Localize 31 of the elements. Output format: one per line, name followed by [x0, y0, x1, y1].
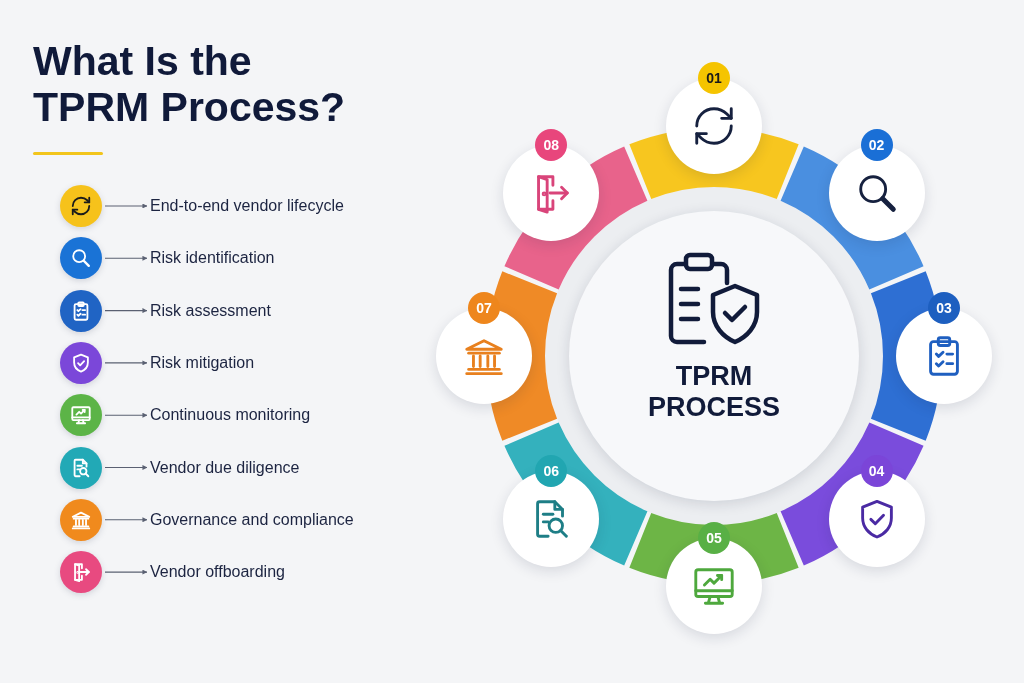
arrow: [104, 517, 148, 523]
step-number-badge: 08: [535, 129, 568, 162]
arrow: [104, 412, 148, 418]
step-label: Risk identification: [150, 248, 275, 269]
center-title: TPRM PROCESS: [646, 361, 781, 423]
step-number-badge: 01: [698, 62, 730, 94]
shield-check-icon: [60, 341, 102, 384]
arrow: [104, 308, 148, 314]
document-magnifier-icon: [60, 446, 102, 489]
step-label: Vendor due diligence: [150, 457, 300, 478]
cycle-arrows-icon: [60, 185, 102, 227]
step-label: Governance and compliance: [150, 509, 354, 530]
step-number-badge: 03: [928, 292, 960, 324]
page-title: What Is the TPRM Process?: [33, 38, 347, 130]
step-label: End-to-end vendor lifecycle: [150, 196, 344, 216]
magnifier-icon: [60, 237, 102, 280]
arrow: [104, 360, 148, 366]
clipboard-checklist-icon: [60, 289, 102, 332]
step-label: Continuous monitoring: [150, 405, 311, 426]
step-number-badge: 07: [468, 292, 500, 324]
step-label: Risk mitigation: [150, 352, 255, 373]
monitor-chart-icon: [60, 394, 102, 437]
step-number-badge: 05: [698, 522, 730, 554]
step-number-badge: 02: [860, 129, 893, 162]
step-label: Risk assessment: [150, 300, 271, 321]
arrow: [104, 465, 148, 470]
arrow: [104, 203, 148, 209]
arrow: [104, 569, 148, 575]
step-label: Vendor offboarding: [150, 562, 285, 583]
bank-building-icon: [60, 498, 102, 541]
arrow: [104, 255, 148, 261]
